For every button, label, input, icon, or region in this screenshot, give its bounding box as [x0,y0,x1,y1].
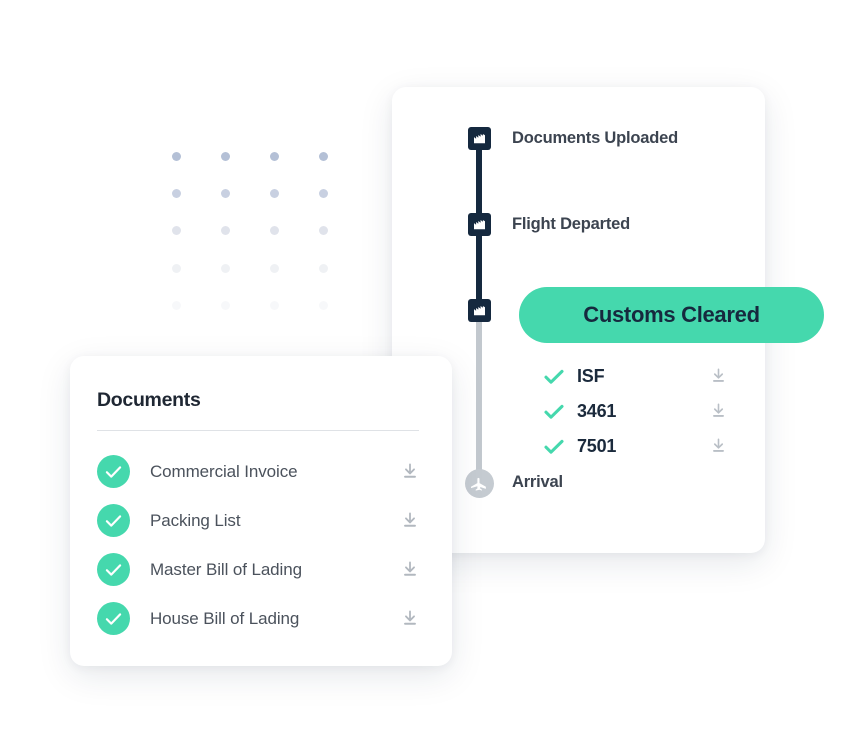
download-icon[interactable] [398,610,422,628]
dot-icon [221,300,230,310]
list-item[interactable]: House Bill of Lading [97,594,422,643]
download-icon[interactable] [398,463,422,481]
check-icon [541,369,567,385]
list-item[interactable]: 7501 [541,429,731,464]
check-icon [541,404,567,420]
document-name: Commercial Invoice [150,461,298,481]
list-item[interactable]: Master Bill of Lading [97,545,422,594]
timeline-label-flight-departed: Flight Departed [512,215,631,233]
dot-icon [172,263,181,273]
documents-list: Commercial Invoice Packing List [97,447,422,643]
check-circle-icon [97,455,130,488]
dot-grid-cell [270,189,319,226]
customs-document-name: 3461 [577,401,617,421]
customs-cleared-status-badge[interactable]: Customs Cleared [519,287,824,343]
dot-grid-cell [319,152,368,189]
timeline-connector [476,233,482,309]
check-circle-icon [97,553,130,586]
dot-icon [319,226,328,236]
dot-icon [270,263,279,273]
dot-grid-cell [221,152,270,189]
dot-icon [221,189,230,199]
download-icon[interactable] [705,438,731,455]
customs-document-name: ISF [577,366,605,386]
dot-grid-cell [270,226,319,263]
timeline-node-arrival[interactable] [465,469,494,498]
dot-grid-cell [221,263,270,301]
timeline-connector [476,147,482,223]
list-item[interactable]: ISF [541,359,731,394]
dot-grid-cell [221,226,270,263]
document-name: Master Bill of Lading [150,559,302,579]
dot-grid-cell [172,226,221,263]
dot-icon [270,189,279,199]
airplane-icon [471,475,488,492]
dot-icon [221,152,230,161]
document-name: Packing List [150,510,241,530]
dot-grid-cell [172,189,221,226]
dot-icon [270,300,279,310]
timeline-label-arrival: Arrival [512,473,563,491]
dot-grid-cell [270,152,319,189]
dot-grid-decoration [172,152,368,338]
customs-documents-list: ISF 3461 [541,359,731,464]
check-circle-icon [97,504,130,537]
divider [97,430,419,431]
dot-grid-cell [319,300,368,338]
dot-icon [172,152,181,161]
customs-document-name: 7501 [577,436,617,456]
list-item[interactable]: 3461 [541,394,731,429]
milestone-flag-icon [473,219,486,230]
timeline-connector-pending [476,319,482,477]
timeline-node-customs-cleared[interactable] [468,299,491,322]
customs-cleared-label: Customs Cleared [583,302,760,327]
download-icon[interactable] [398,512,422,530]
dot-grid-cell [319,226,368,263]
dot-grid-cell [221,189,270,226]
dot-grid-cell [270,300,319,338]
timeline-node-flight-departed[interactable] [468,213,491,236]
milestone-flag-icon [473,305,486,316]
dot-grid-cell [221,300,270,338]
check-icon [541,439,567,455]
dot-icon [319,189,328,199]
download-icon[interactable] [705,403,731,420]
milestone-flag-icon [473,133,486,144]
dot-icon [319,263,328,273]
dot-icon [221,226,230,236]
dot-icon [270,226,279,236]
documents-card: Documents Commercial Invoice [70,356,452,666]
dot-icon [172,300,181,310]
download-icon[interactable] [398,561,422,579]
list-item[interactable]: Commercial Invoice [97,447,422,496]
dot-grid-cell [172,300,221,338]
timeline-node-documents-uploaded[interactable] [468,127,491,150]
dot-grid-cell [319,189,368,226]
dot-grid-cell [172,263,221,301]
dot-icon [172,226,181,236]
documents-card-title: Documents [97,389,201,411]
dot-grid-cell [270,263,319,301]
dot-grid-cell [172,152,221,189]
list-item[interactable]: Packing List [97,496,422,545]
dot-icon [319,152,328,161]
document-name: House Bill of Lading [150,608,300,628]
check-circle-icon [97,602,130,635]
shipment-timeline-card: Documents Uploaded Flight Departed [392,87,824,553]
timeline: Documents Uploaded Flight Departed [392,87,824,553]
dot-grid-cell [319,263,368,301]
dot-icon [172,189,181,199]
dot-icon [270,152,279,161]
dot-icon [319,300,328,310]
timeline-label-documents-uploaded: Documents Uploaded [512,129,679,147]
dot-icon [221,263,230,273]
download-icon[interactable] [705,368,731,385]
